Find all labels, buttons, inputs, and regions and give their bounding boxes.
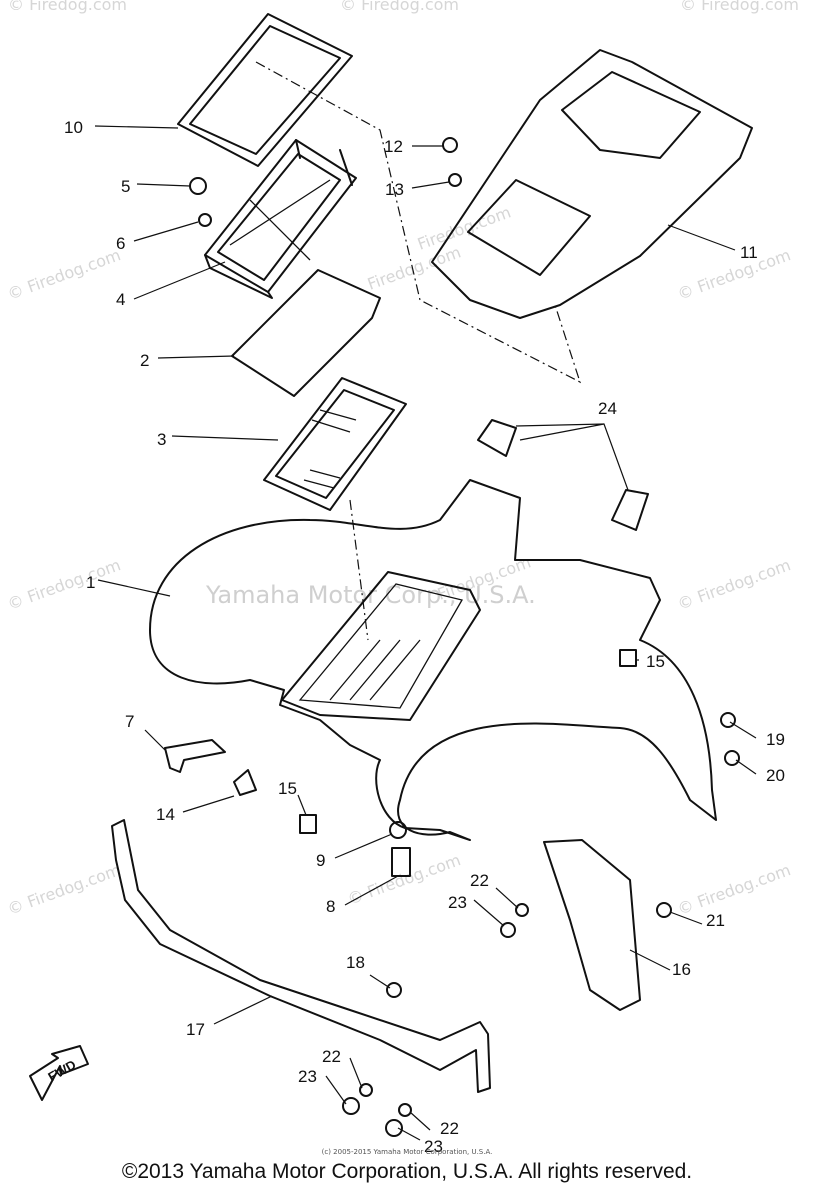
part-label: 2: [140, 351, 149, 370]
small-copyright: (c) 2005-2015 Yamaha Motor Corporation, …: [321, 1148, 493, 1156]
part-label: 15: [278, 779, 297, 798]
watermark: © Firedog.com: [680, 0, 799, 14]
part-label: 15: [646, 652, 665, 671]
fwd-arrow-icon: FWD: [29, 1045, 89, 1101]
fwd-label: FWD: [45, 1057, 78, 1085]
part-4-bracket: [204, 139, 357, 299]
part-label: 4: [116, 290, 125, 309]
part-13-washer: [448, 173, 462, 187]
hardware: [164, 137, 740, 1137]
part-label: 6: [116, 234, 125, 253]
watermark: © Firedog.com: [675, 555, 793, 614]
part-label: 12: [384, 137, 403, 156]
part-12-bolt: [442, 137, 458, 153]
part-label: 17: [186, 1020, 205, 1039]
part-17-bar: [111, 819, 491, 1093]
part-20-bolt: [724, 750, 740, 766]
watermark: © Firedog.com: [8, 0, 127, 14]
part-label: 22: [440, 1119, 459, 1138]
watermark: Firedog.com: [365, 242, 464, 293]
part-9-clip: [389, 821, 407, 839]
part-6-washer: [198, 213, 212, 227]
part-label: 8: [326, 897, 335, 916]
part-18-bolt: [386, 982, 402, 998]
leader-lines: [94, 125, 757, 1141]
part-16-mud-flap: [543, 839, 641, 1011]
watermark: Firedog.com: [415, 202, 514, 253]
part-label: 23: [424, 1137, 443, 1156]
watermark: © Firedog.com: [5, 860, 123, 919]
part-10-seal: [177, 13, 353, 167]
part-23-nut: [342, 1097, 360, 1115]
part-23-nut: [500, 922, 516, 938]
part-5-bolt: [189, 177, 207, 195]
watermark-yamaha: Yamaha Motor Corp., U.S.A.: [205, 581, 536, 609]
part-2-pad: [231, 269, 381, 397]
part-7-clip: [164, 739, 226, 773]
part-14-clip: [233, 769, 257, 796]
part-label: 22: [322, 1047, 341, 1066]
part-label: 20: [766, 766, 785, 785]
watermark: © Firedog.com: [5, 245, 123, 304]
part-label: 10: [64, 118, 83, 137]
part-19-bolt: [720, 712, 736, 728]
watermark: © Firedog.com: [345, 850, 463, 909]
part-label: 9: [316, 851, 325, 870]
part-label: 14: [156, 805, 175, 824]
part-label: 18: [346, 953, 365, 972]
part-label: 1: [86, 573, 95, 592]
part-label: 23: [298, 1067, 317, 1086]
watermark: © Firedog.com: [675, 860, 793, 919]
part-15-bolt: [299, 814, 317, 834]
part-15-bolt: [619, 649, 637, 667]
part-label: 19: [766, 730, 785, 749]
part-3-grille: [263, 377, 407, 511]
part-label: 3: [157, 430, 166, 449]
part-23-nut: [385, 1119, 403, 1137]
part-label: 11: [740, 243, 758, 262]
part-22-washer: [515, 903, 529, 917]
part-label: 7: [125, 712, 134, 731]
watermark: © Firedog.com: [5, 555, 123, 614]
part-label: 24: [598, 399, 617, 418]
part-1-fender: [149, 479, 717, 841]
part-label: 16: [672, 960, 691, 979]
part-label: 22: [470, 871, 489, 890]
part-labels: 10 5 6 4 2 3 1 12 13 11 24 15 7 14 15 9 …: [64, 118, 785, 1156]
assembly-lines: [255, 61, 582, 641]
part-11-cover: [431, 49, 753, 319]
part-21-bolt: [656, 902, 672, 918]
part-label: 13: [385, 180, 404, 199]
copyright-footer: ©2013 Yamaha Motor Corporation, U.S.A. A…: [121, 1160, 693, 1183]
part-22-washer: [359, 1083, 373, 1097]
part-8-sleeve: [391, 847, 411, 877]
part-22-washer: [398, 1103, 412, 1117]
watermark: © Firedog.com: [340, 0, 459, 14]
part-label: 5: [121, 177, 130, 196]
part-label: 23: [448, 893, 467, 912]
part-label: 21: [706, 911, 725, 930]
watermark: © Firedog.com: [675, 245, 793, 304]
part-24-grommets: [477, 419, 649, 531]
